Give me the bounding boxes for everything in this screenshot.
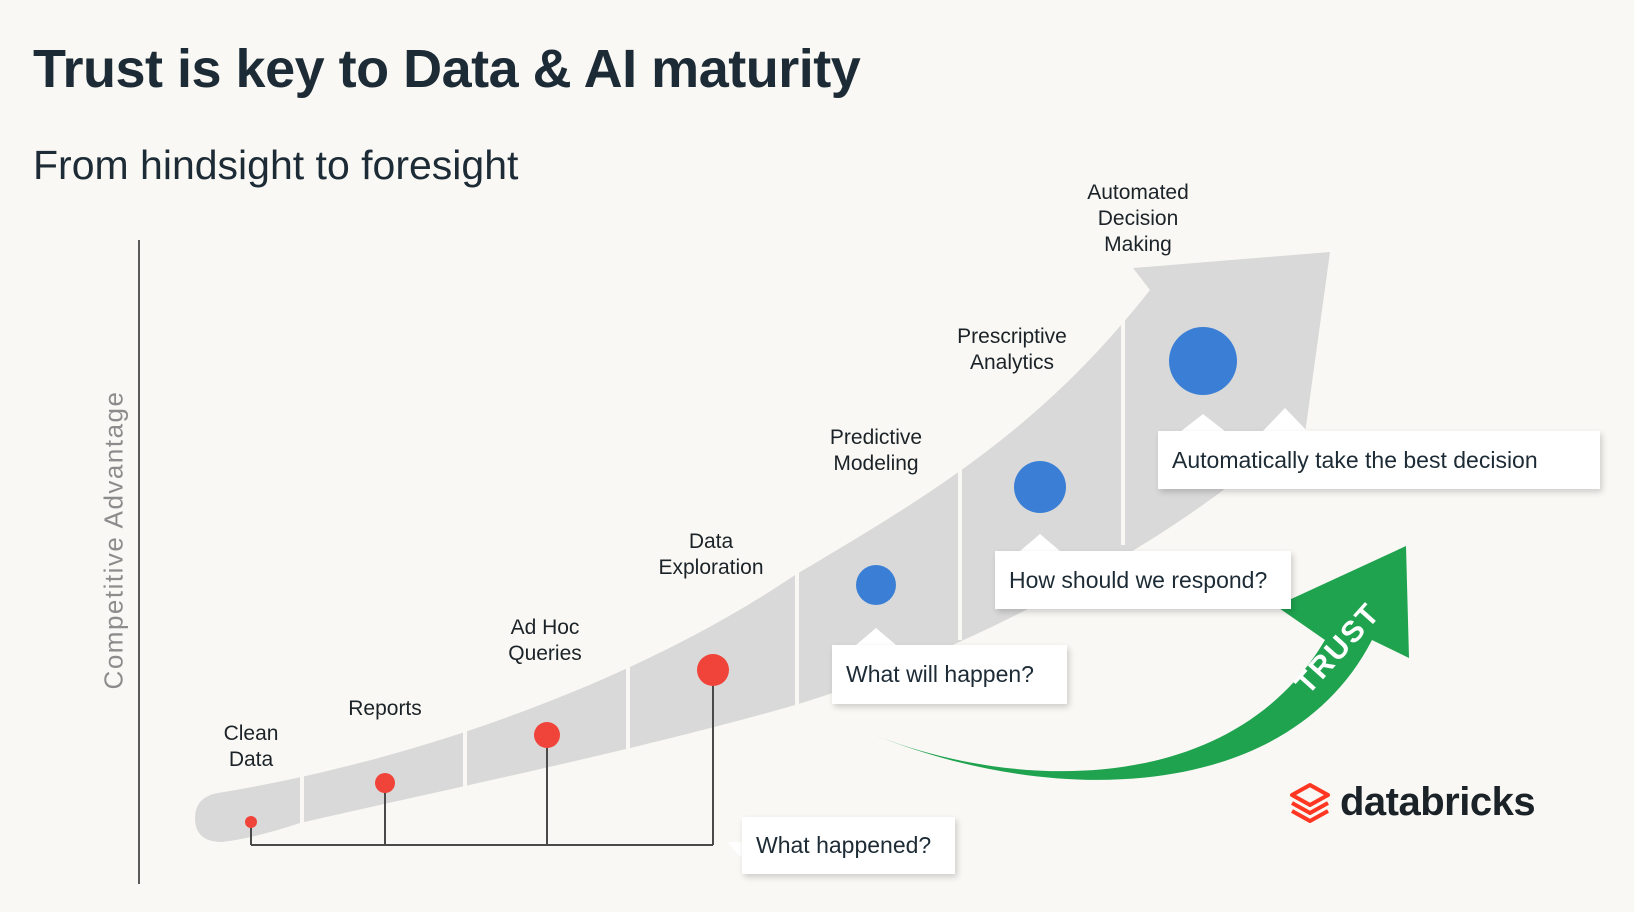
hindsight-connectors	[250, 670, 714, 846]
databricks-logo: databricks	[1292, 780, 1536, 825]
stage-dot-clean-data	[245, 816, 257, 828]
stage-dot-automated-decision-making	[1169, 327, 1237, 395]
stage-dot-predictive-modeling	[856, 565, 896, 605]
databricks-wordmark: databricks	[1340, 780, 1536, 824]
stage-dot-prescriptive-analytics	[1014, 461, 1066, 513]
stage-label-ad-hoc-queries: Ad Hoc Queries	[508, 616, 582, 665]
callout-automatically-take-best-decision: Automatically take the best decision	[1158, 431, 1600, 489]
callout-pointers	[728, 408, 1308, 857]
stage-dot-ad-hoc-queries	[534, 722, 560, 748]
trust-arrow	[872, 546, 1409, 780]
page-title: Trust is key to Data & AI maturity	[33, 39, 861, 99]
databricks-stack-icon	[1290, 783, 1330, 823]
stage-label-reports: Reports	[348, 697, 422, 720]
ribbon-separators	[300, 320, 1125, 845]
stage-label-predictive-modeling: Predictive Modeling	[829, 426, 923, 475]
maturity-ribbon	[195, 252, 1330, 842]
stage-label-data-exploration: Data Exploration	[658, 530, 764, 579]
stage-dot-data-exploration	[697, 654, 729, 686]
stage-label-clean-data: Clean Data	[223, 722, 279, 771]
callout-what-will-happen: What will happen?	[832, 645, 1067, 704]
callout-what-happened: What happened?	[742, 817, 955, 874]
callout-how-should-we-respond: How should we respond?	[995, 551, 1291, 609]
stage-label-prescriptive-analytics: Prescriptive Analytics	[957, 325, 1067, 374]
stage-label-automated-decision-making: Automated Decision Making	[1087, 181, 1189, 256]
page-subtitle: From hindsight to foresight	[33, 142, 519, 188]
stage-dot-reports	[375, 773, 395, 793]
